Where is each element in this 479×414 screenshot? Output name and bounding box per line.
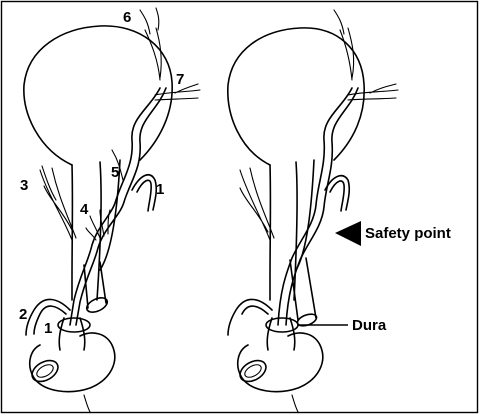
right-bulb	[228, 28, 364, 165]
left-lower-tube	[84, 262, 106, 308]
right-panel: Safety point Dura	[228, 10, 451, 412]
label-5: 5	[111, 164, 119, 181]
label-1-lower: 1	[44, 320, 52, 337]
label-6: 6	[123, 9, 131, 26]
right-branch-top	[334, 10, 354, 80]
label-4: 4	[80, 201, 89, 218]
label-3: 3	[20, 177, 28, 194]
safety-point-arrow	[335, 221, 361, 246]
right-branch-lower	[228, 299, 272, 335]
label-safety-point: Safety point	[365, 225, 451, 242]
label-1-upper: 1	[156, 181, 164, 198]
left-carotid	[59, 318, 85, 350]
label-dura: Dura	[352, 317, 387, 334]
right-opening	[236, 356, 269, 386]
label-2: 2	[19, 306, 27, 323]
left-branch-1-loop	[132, 175, 156, 211]
left-branch-6	[140, 8, 161, 80]
label-7: 7	[176, 71, 184, 88]
left-opening	[28, 356, 61, 386]
left-branch-4	[86, 210, 110, 240]
left-panel: 6 7 1 5 4 3 2 1	[19, 8, 200, 412]
left-branch-3	[40, 166, 76, 240]
right-lower-tube	[290, 258, 316, 320]
right-branch-tufts	[240, 168, 274, 240]
left-bulb	[24, 26, 172, 165]
